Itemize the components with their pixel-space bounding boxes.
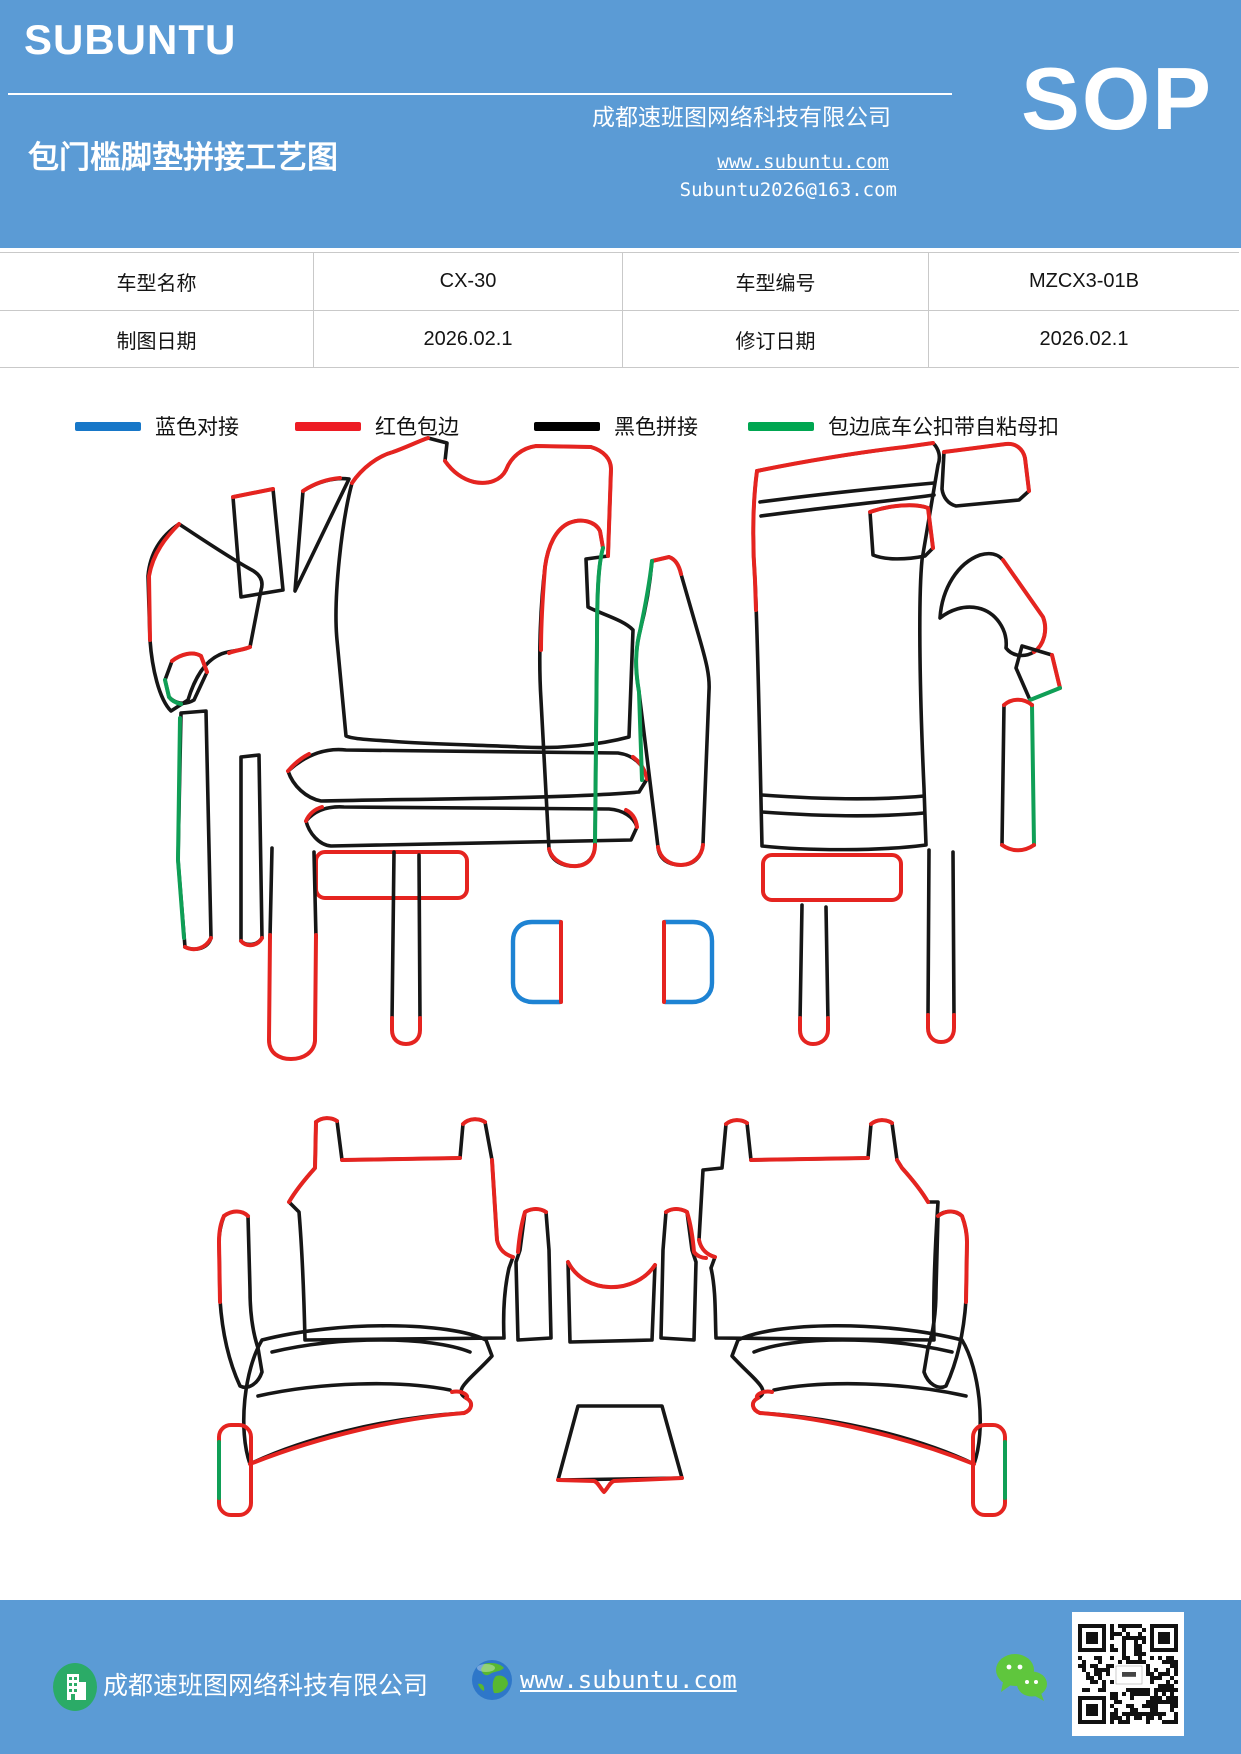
rear-left-mat xyxy=(217,1116,515,1389)
header-website-link[interactable]: www.subuntu.com xyxy=(717,151,889,173)
footer-website-link[interactable]: www.subuntu.com xyxy=(520,1666,737,1694)
legend-swatch-3 xyxy=(748,421,814,431)
legend-swatch-1 xyxy=(295,421,361,431)
building-icon xyxy=(53,1663,97,1711)
legend: 蓝色对接 红色包边 黑色拼接 包边底车公扣带自粘母扣 xyxy=(0,408,1241,444)
front-passenger-cluster xyxy=(751,441,1062,1046)
legend-swatch-0 xyxy=(75,421,141,431)
wechat-icon xyxy=(996,1654,1047,1701)
brand-logo: SUBUNTU xyxy=(24,16,237,63)
draw-date-label: 制图日期 xyxy=(0,311,314,368)
legend-label: 蓝色对接 xyxy=(155,415,239,439)
model-code-value: MZCX3-01B xyxy=(1028,270,1140,292)
table-row: 车型名称 CX-30 车型编号 MZCX3-01B xyxy=(0,253,1239,310)
legend-item-green: 包边底车公扣带自粘母扣 xyxy=(748,408,1059,444)
page-title: 包门槛脚垫拼接工艺图 xyxy=(28,140,338,175)
footer-company-name: 成都速班图网络科技有限公司 xyxy=(103,1673,429,1700)
revise-date-value: 2026.02.1 xyxy=(1039,328,1129,350)
legend-item-blue: 蓝色对接 xyxy=(75,408,239,444)
qr-code xyxy=(1072,1612,1184,1736)
rear-bottom-pieces xyxy=(217,1323,1007,1517)
legend-item-red: 红色包边 xyxy=(295,408,459,444)
model-code-label: 车型编号 xyxy=(623,253,929,310)
blue-butt-joint-pieces xyxy=(510,919,715,1005)
front-tunnel-strips xyxy=(537,518,711,869)
front-driver-cluster xyxy=(146,436,649,1061)
header-company-name: 成都速班图网络科技有限公司 xyxy=(592,105,891,130)
legend-label: 红色包边 xyxy=(375,415,459,439)
rear-middle-pieces xyxy=(514,1207,708,1344)
revise-date-label: 修订日期 xyxy=(623,311,929,368)
rear-right-mat xyxy=(697,1118,969,1389)
globe-icon xyxy=(472,1660,512,1700)
table-row: 制图日期 2026.02.1 修订日期 2026.02.1 xyxy=(0,310,1239,368)
legend-item-black: 黑色拼接 xyxy=(534,408,698,444)
header-email: Subuntu2026@163.com xyxy=(679,179,897,201)
footer-band: 成都速班图网络科技有限公司 www.subuntu.com xyxy=(0,1600,1241,1754)
sop-label: SOP xyxy=(1021,49,1213,148)
header-divider xyxy=(8,93,952,95)
vehicle-info-table: 车型名称 CX-30 车型编号 MZCX3-01B 制图日期 2026.02.1… xyxy=(0,252,1239,368)
legend-label: 包边底车公扣带自粘母扣 xyxy=(828,415,1059,439)
model-name-label: 车型名称 xyxy=(0,253,314,310)
legend-label: 黑色拼接 xyxy=(614,415,698,439)
legend-swatch-2 xyxy=(534,421,600,431)
draw-date-value: 2026.02.1 xyxy=(314,311,623,368)
model-name-value: CX-30 xyxy=(314,253,623,310)
header-band: SUBUNTU 包门槛脚垫拼接工艺图 成都速班图网络科技有限公司 www.sub… xyxy=(0,0,1241,248)
